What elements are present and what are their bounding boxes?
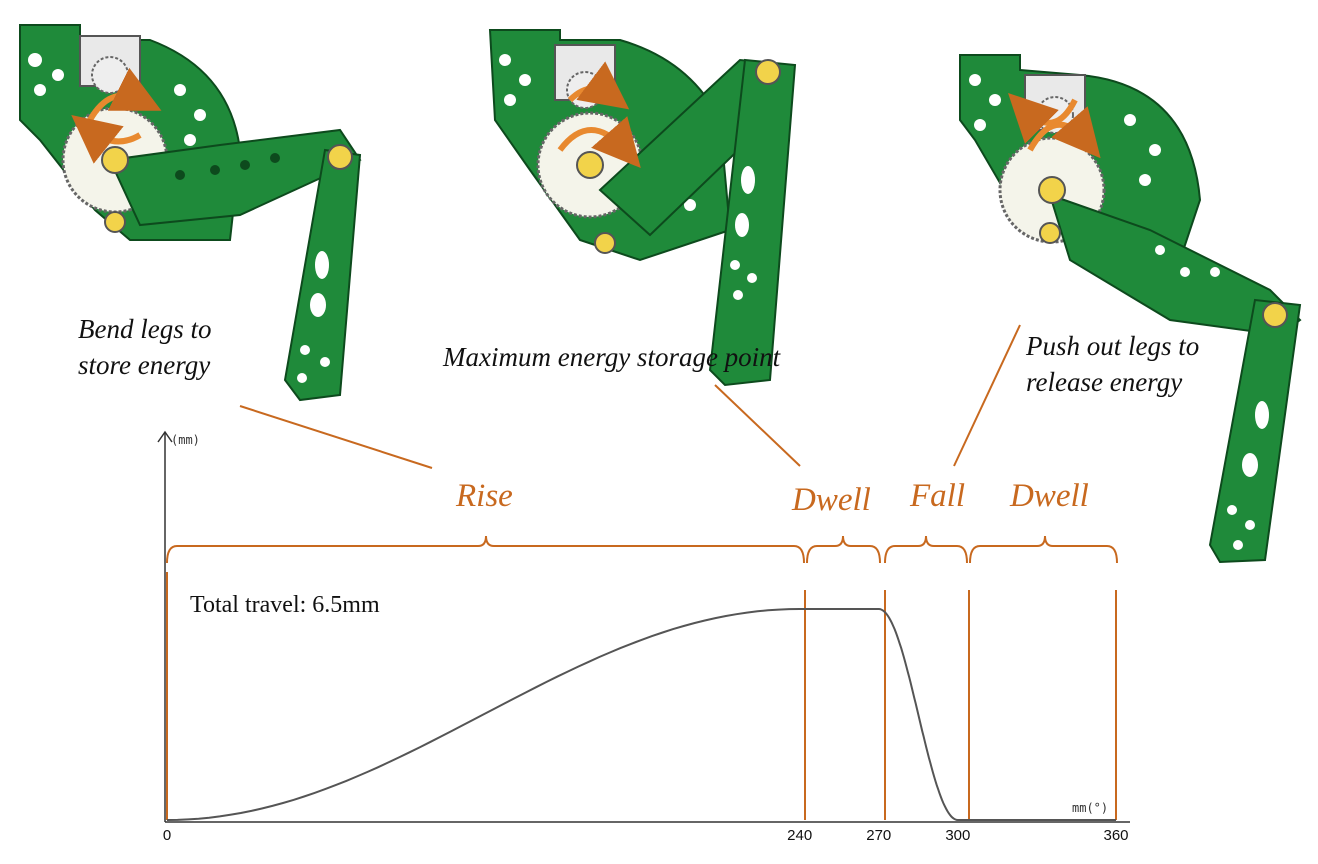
caption-bend-line1: Bend legs to xyxy=(78,314,211,344)
total-travel-note: Total travel: 6.5mm xyxy=(190,592,380,618)
phase-label-dwell-2: Dwell xyxy=(1009,478,1089,514)
x-tick-label: 360 xyxy=(1103,827,1128,844)
x-tick-label: 270 xyxy=(866,827,891,844)
displacement-curve xyxy=(166,608,1116,821)
x-tick-labels: 0 240 270 300 360 xyxy=(163,827,1129,844)
mechanism-illustration-bend xyxy=(19,24,362,402)
brace-fall xyxy=(884,535,968,564)
y-axis-arrow xyxy=(157,430,173,443)
phase-braces xyxy=(166,535,1118,564)
x-tick-label: 300 xyxy=(945,827,970,844)
phase-label-fall: Fall xyxy=(909,478,965,514)
caption-max-storage: Maximum energy storage point xyxy=(442,342,782,372)
leader-line-max xyxy=(714,384,801,467)
brace-dwell-1 xyxy=(806,535,881,564)
x-tick-label: 240 xyxy=(787,827,812,844)
y-axis-unit: (mm) xyxy=(171,433,200,447)
caption-push-line2: release energy xyxy=(1026,367,1182,397)
mechanism-illustration-max xyxy=(488,29,797,387)
mechanism-illustration-push xyxy=(959,54,1302,564)
phase-label-rise: Rise xyxy=(455,478,513,514)
leader-line-push xyxy=(953,324,1021,467)
brace-rise xyxy=(166,535,805,564)
x-tick-label: 0 xyxy=(163,827,171,844)
chart-axes xyxy=(157,430,1130,823)
phase-label-dwell-1: Dwell xyxy=(791,482,871,518)
caption-push-line1: Push out legs to xyxy=(1025,331,1199,361)
caption-bend-line2: store energy xyxy=(78,350,210,380)
phase-dividers xyxy=(166,572,1117,820)
brace-dwell-2 xyxy=(969,535,1118,564)
x-axis-unit: mm(°) xyxy=(1072,801,1108,815)
leader-line-bend xyxy=(239,405,433,469)
